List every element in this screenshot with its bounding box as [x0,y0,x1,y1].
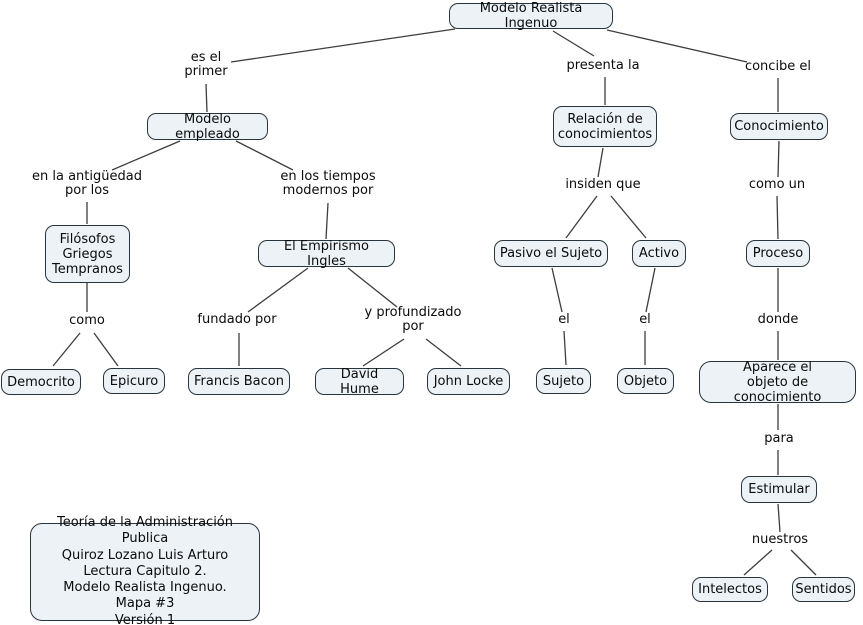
legend-info-box[interactable]: Teoría de la Administración Publica Quir… [30,515,260,625]
node-epicuro[interactable]: Epicuro [103,368,165,394]
link-label-el-hacia-objeto[interactable]: el [639,312,651,327]
node-sentidos[interactable]: Sentidos [792,577,855,602]
node-modelo-realista-ingenuo[interactable]: Modelo Realista Ingenuo [449,1,613,31]
link-label-el-hacia-sujeto[interactable]: el [558,312,570,327]
node-francis-bacon[interactable]: Francis Bacon [188,368,290,395]
link-label-para[interactable]: para [764,431,794,446]
link-label-es-el-primer[interactable]: es el primer [184,50,228,79]
node-david-hume[interactable]: David Hume [315,367,404,397]
link-label-presenta-la[interactable]: presenta la [566,58,640,73]
link-label-fundado-por[interactable]: fundado por [197,312,277,327]
link-label-como[interactable]: como [69,313,105,328]
link-label-insiden-que[interactable]: insiden que [565,177,641,192]
node-relacion-de-conocimientos[interactable]: Relación de conocimientos [553,106,657,147]
link-label-en-la-antiguedad-por-los[interactable]: en la antigüedad por los [32,169,142,198]
link-label-concibe-el[interactable]: concibe el [744,59,812,74]
link-label-en-los-tiempos-modernos-por[interactable]: en los tiempos modernos por [280,169,376,198]
link-label-como-un[interactable]: como un [748,177,806,192]
node-intelectos[interactable]: Intelectos [692,577,768,602]
node-estimular[interactable]: Estimular [741,476,817,503]
node-objeto[interactable]: Objeto [617,368,674,394]
node-proceso[interactable]: Proceso [746,240,810,267]
node-conocimiento[interactable]: Conocimiento [730,113,828,140]
node-democrito[interactable]: Democrito [1,369,81,395]
node-pasivo-el-sujeto[interactable]: Pasivo el Sujeto [494,240,608,267]
node-john-locke[interactable]: John Locke [427,368,510,395]
node-activo[interactable]: Activo [632,240,686,267]
node-el-empirismo-ingles[interactable]: El Empirismo Ingles [258,239,395,269]
link-label-donde[interactable]: donde [757,312,799,327]
node-modelo-empleado[interactable]: Modelo empleado [147,112,268,142]
link-label-nuestros[interactable]: nuestros [751,532,809,547]
node-filosofos-griegos-tempranos[interactable]: Filósofos Griegos Tempranos [45,225,130,283]
link-label-y-profundizado-por[interactable]: y profundizado por [364,305,462,334]
node-aparece-el-objeto-de-conocimiento[interactable]: Aparece el objeto de conocimiento [699,360,856,405]
node-sujeto[interactable]: Sujeto [536,368,591,394]
